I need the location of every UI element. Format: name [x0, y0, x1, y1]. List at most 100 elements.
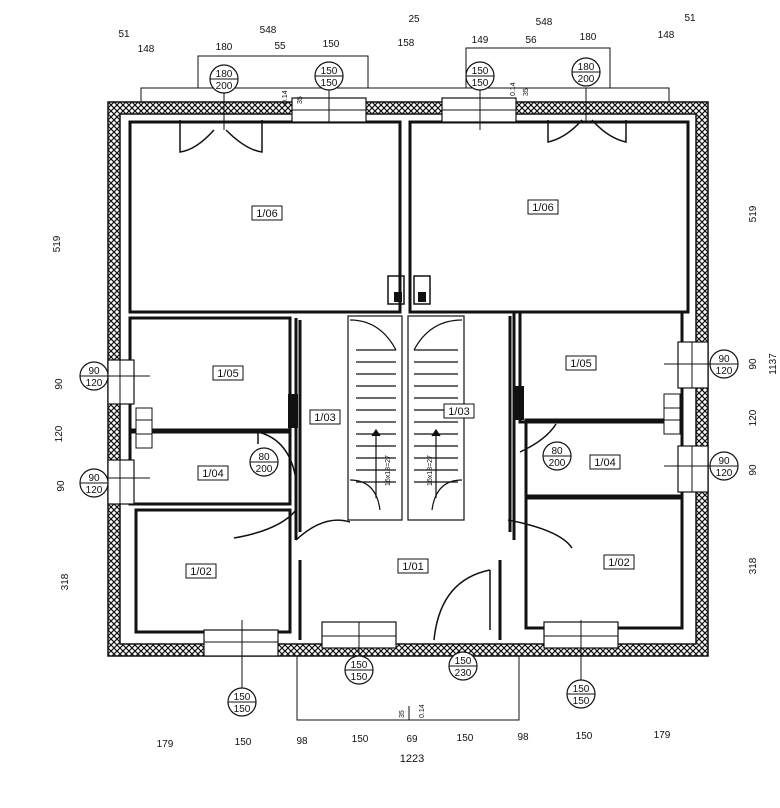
- svg-text:179: 179: [157, 739, 174, 750]
- svg-text:548: 548: [536, 17, 553, 28]
- left-dimensions: 519 90 120 90 318: [52, 235, 71, 590]
- columns: [288, 292, 524, 428]
- svg-text:56: 56: [525, 35, 537, 46]
- room-labels: 1/06 1/06 1/05 1/05 1/04 1/04 1/03 1/03 …: [185, 199, 635, 579]
- svg-text:80: 80: [258, 452, 270, 463]
- svg-text:150: 150: [472, 66, 489, 77]
- svg-text:150: 150: [234, 692, 251, 703]
- svg-text:98: 98: [296, 736, 308, 747]
- svg-text:35: 35: [523, 88, 530, 96]
- opening-entrance-door: 150 230: [448, 651, 478, 681]
- opening-top-door-right: 180 200: [571, 57, 601, 87]
- svg-text:0.14: 0.14: [510, 82, 517, 96]
- opening-door-left-1-04: 80 200: [249, 447, 279, 477]
- svg-text:200: 200: [216, 81, 233, 92]
- room-1-02-left-label: 1/02: [190, 566, 211, 578]
- room-1-04-right-label: 1/04: [594, 457, 615, 469]
- leader-lines: [108, 88, 712, 690]
- svg-text:120: 120: [86, 485, 103, 496]
- opening-left-window-lower: 90 120: [79, 468, 109, 498]
- svg-text:179: 179: [654, 730, 671, 741]
- svg-text:200: 200: [578, 74, 595, 85]
- svg-text:150: 150: [351, 660, 368, 671]
- svg-text:180: 180: [580, 32, 597, 43]
- opening-door-right-1-04: 80 200: [542, 441, 572, 471]
- opening-labels: 180 200 150 150 150 150 180 200 90 120: [79, 57, 739, 717]
- svg-text:120: 120: [86, 378, 103, 389]
- room-1-05-left-label: 1/05: [217, 368, 238, 380]
- svg-text:180: 180: [216, 69, 233, 80]
- svg-text:519: 519: [748, 205, 759, 222]
- right-dimensions: 519 90 1137 120 90 318: [748, 205, 779, 574]
- opening-top-window-left: 150 150: [314, 61, 344, 91]
- top-dimensions: 51 548 25 548 51 148 180 55 150 158 149 …: [118, 13, 696, 55]
- svg-text:55: 55: [274, 41, 286, 52]
- svg-text:150: 150: [234, 704, 251, 715]
- svg-text:0.14: 0.14: [419, 704, 426, 718]
- svg-text:51: 51: [118, 29, 130, 40]
- chimneys: [387, 275, 431, 305]
- svg-text:120: 120: [54, 425, 65, 442]
- room-1-06-left-label: 1/06: [256, 208, 277, 220]
- opening-bottom-window-center: 150 150: [344, 655, 374, 685]
- opening-right-window-upper: 90 120: [709, 349, 739, 379]
- svg-text:35: 35: [297, 96, 304, 104]
- svg-text:150: 150: [573, 684, 590, 695]
- svg-text:150: 150: [576, 731, 593, 742]
- opening-bottom-window-right: 150 150: [566, 679, 596, 709]
- svg-text:548: 548: [260, 25, 277, 36]
- svg-text:90: 90: [56, 480, 67, 492]
- windows: [107, 97, 709, 657]
- svg-text:200: 200: [549, 458, 566, 469]
- svg-text:150: 150: [235, 737, 252, 748]
- svg-text:120: 120: [716, 468, 733, 479]
- room-1-03-right-label: 1/03: [448, 406, 469, 418]
- svg-text:519: 519: [52, 235, 63, 252]
- opening-right-window-lower: 90 120: [709, 451, 739, 481]
- room-1-04-left-label: 1/04: [202, 468, 223, 480]
- svg-text:150: 150: [573, 696, 590, 707]
- svg-text:150: 150: [352, 734, 369, 745]
- svg-text:200: 200: [256, 464, 273, 475]
- svg-text:90: 90: [748, 464, 759, 476]
- room-1-01-label: 1/01: [402, 561, 423, 573]
- svg-text:90: 90: [718, 456, 730, 467]
- stair-label-left: 16x18=27: [385, 455, 392, 486]
- svg-text:150: 150: [457, 733, 474, 744]
- svg-text:150: 150: [321, 66, 338, 77]
- svg-text:149: 149: [472, 35, 489, 46]
- room-1-06-right-label: 1/06: [532, 202, 553, 214]
- svg-text:0.14: 0.14: [282, 90, 289, 104]
- vent-blocks: [135, 393, 681, 449]
- opening-left-window-upper: 90 120: [79, 361, 109, 391]
- svg-text:120: 120: [748, 409, 759, 426]
- svg-text:90: 90: [748, 358, 759, 370]
- small-annotations: 0.14 35 0.14 35 35 0.14: [282, 82, 530, 718]
- room-1-05-right-label: 1/05: [570, 358, 591, 370]
- svg-text:98: 98: [517, 732, 529, 743]
- svg-text:90: 90: [718, 354, 730, 365]
- svg-text:1137: 1137: [768, 353, 779, 375]
- opening-top-window-right: 150 150: [465, 61, 495, 91]
- svg-text:120: 120: [716, 366, 733, 377]
- svg-text:69: 69: [406, 734, 418, 745]
- opening-top-door-left: 180 200: [209, 64, 239, 94]
- svg-text:150: 150: [321, 78, 338, 89]
- room-1-03-left-label: 1/03: [314, 412, 335, 424]
- svg-text:90: 90: [88, 366, 100, 377]
- svg-text:90: 90: [54, 378, 65, 390]
- door-swings: [179, 119, 627, 641]
- stair-label-right: 16x18=27: [427, 455, 434, 486]
- svg-text:148: 148: [658, 30, 675, 41]
- svg-text:180: 180: [578, 62, 595, 73]
- svg-text:51: 51: [684, 13, 696, 24]
- svg-text:158: 158: [398, 38, 415, 49]
- svg-text:318: 318: [60, 573, 71, 590]
- svg-text:150: 150: [472, 78, 489, 89]
- svg-text:90: 90: [88, 473, 100, 484]
- svg-text:150: 150: [323, 39, 340, 50]
- svg-text:35: 35: [399, 710, 406, 718]
- svg-text:150: 150: [351, 672, 368, 683]
- svg-text:150: 150: [455, 656, 472, 667]
